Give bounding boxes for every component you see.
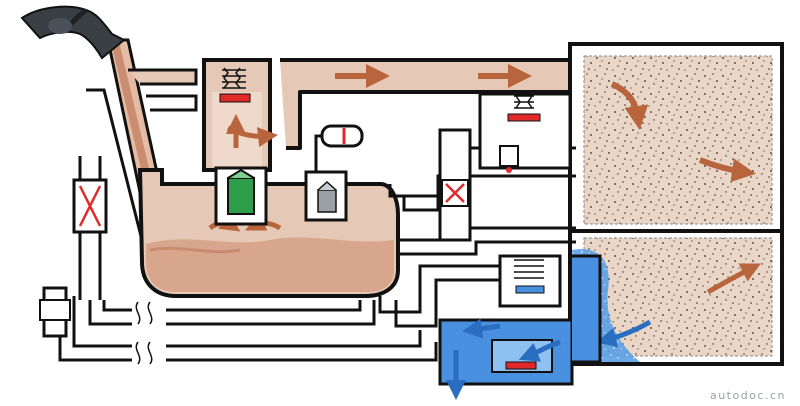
fuel-tank: [137, 168, 400, 298]
pipe-break-marks: [135, 301, 153, 365]
spring-icon: [514, 259, 544, 279]
closed-valve-x-icon: [445, 183, 465, 203]
fuel-nozzle-icon: [20, 5, 126, 60]
flow-arrow-icon: [698, 157, 756, 183]
spring-icon: [514, 95, 534, 109]
pressure-relief-valve: [478, 92, 572, 173]
flow-arrow-icon: [610, 81, 649, 130]
rollover-valve: [202, 58, 278, 172]
closed-valve-x-icon: [78, 185, 102, 227]
valve-plate: [219, 93, 251, 103]
flow-arrow-icon: [596, 319, 652, 348]
charcoal-canister: [568, 42, 784, 366]
vent-line-left: [72, 156, 108, 300]
spring-icon: [222, 67, 246, 89]
flow-arrow-icon: [462, 318, 501, 339]
pipe-end-cap: [39, 286, 71, 338]
watermark-logo: autodoc.cn: [709, 389, 786, 402]
flow-arrow-icon: [706, 263, 761, 295]
filter-check-valve: [214, 166, 268, 226]
float-valve-icon: [304, 170, 348, 222]
shutoff-valve: [438, 128, 472, 242]
purge-valve: [438, 254, 602, 400]
valve-plate: [505, 361, 537, 370]
vapor-line-to-canister: [280, 58, 572, 150]
flow-arrow-icon: [518, 339, 561, 362]
vent-tube: [314, 124, 364, 172]
